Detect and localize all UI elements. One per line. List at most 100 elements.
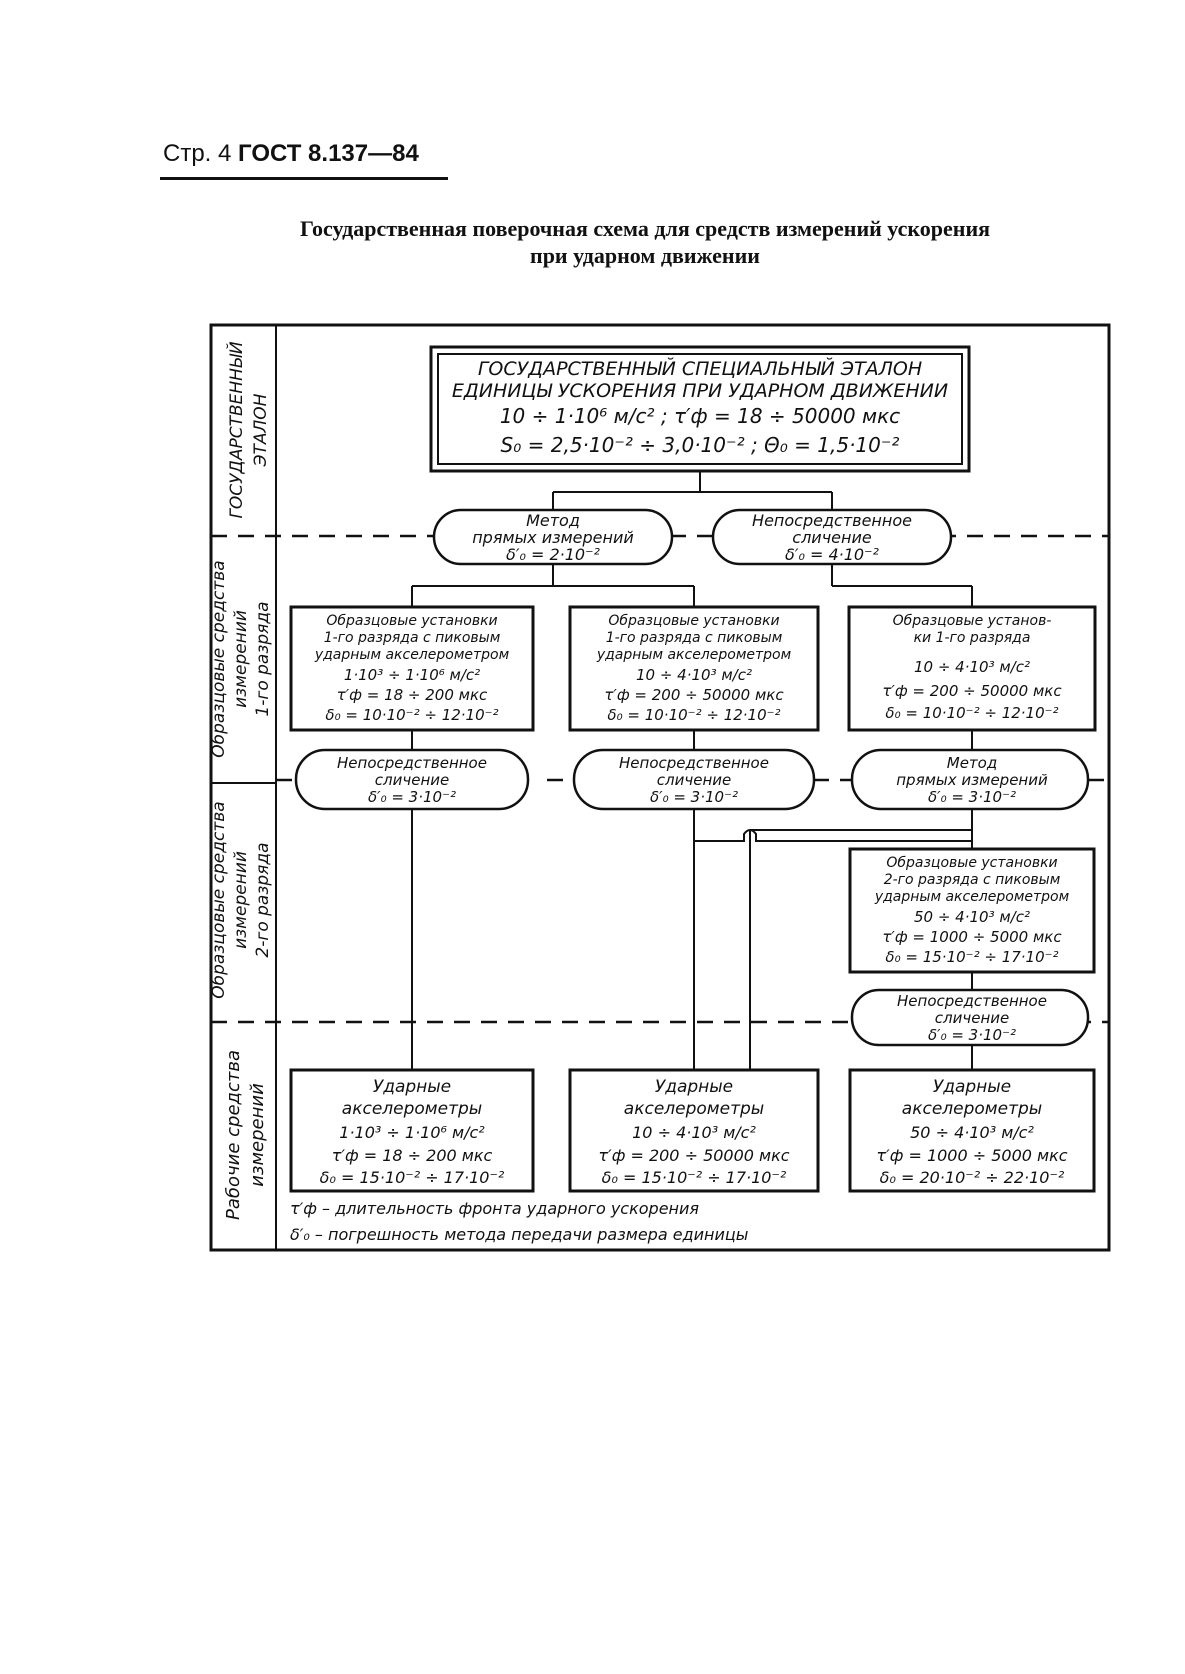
standard-line-2: ЕДИНИЦЫ УСКОРЕНИЯ ПРИ УДАРНОМ ДВИЖЕНИИ bbox=[452, 380, 948, 402]
sr-line-2: 2-го разряда с пиковым bbox=[884, 872, 1061, 888]
frr-line-2: ки 1-го разряда bbox=[914, 630, 1031, 646]
oval-mr-line-3: δ′₀ = 3·10⁻² bbox=[928, 788, 1016, 806]
oval-tl-line-1: Метод bbox=[526, 511, 580, 530]
frl-line-3: ударным акселерометром bbox=[314, 647, 510, 663]
sr-line-5: τ′ф = 1000 ÷ 5000 мкс bbox=[882, 928, 1062, 946]
frc-line-5: τ′ф = 200 ÷ 50000 мкс bbox=[604, 686, 784, 704]
first-rank-box-right bbox=[847, 605, 1097, 732]
wl-line-2: акселерометры bbox=[342, 1099, 482, 1119]
working-box-right bbox=[848, 1068, 1096, 1193]
wc-line-3: 10 ÷ 4·10³ м/с² bbox=[632, 1123, 756, 1142]
frc-line-1: Образцовые установки bbox=[608, 613, 779, 629]
wl-line-1: Ударные bbox=[373, 1077, 451, 1097]
row-label-second-2: измерений bbox=[231, 851, 251, 949]
schema-frame bbox=[209, 323, 1111, 1252]
frl-line-5: τ′ф = 18 ÷ 200 мкс bbox=[337, 686, 488, 704]
title-line-1: Государственная поверочная схема для сре… bbox=[299, 216, 991, 241]
frl-line-4: 1·10³ ÷ 1·10⁶ м/с² bbox=[344, 666, 480, 684]
row-label-state: ГОСУДАРСТВЕННЫЙ ЭТАЛОН bbox=[225, 341, 271, 518]
sr-line-4: 50 ÷ 4·10³ м/с² bbox=[914, 908, 1030, 926]
frl-line-6: δ₀ = 10·10⁻² ÷ 12·10⁻² bbox=[325, 706, 498, 724]
row-label-state-2: ЭТАЛОН bbox=[251, 393, 271, 467]
row-label-first: Образцовые средства измерений 1-го разря… bbox=[209, 560, 273, 757]
row-label-second-3: 2-го разряда bbox=[253, 842, 273, 957]
oval-direct-measurement-right bbox=[850, 748, 1090, 811]
standard-box-outer bbox=[429, 345, 971, 473]
page-header: Стр. 4 ГОСТ 8.137—84 bbox=[163, 140, 419, 168]
wc-line-1: Ударные bbox=[655, 1077, 733, 1097]
frr-line-5: δ₀ = 10·10⁻² ÷ 12·10⁻² bbox=[885, 704, 1058, 722]
row-label-working-2: измерений bbox=[247, 1083, 268, 1187]
frr-line-3: 10 ÷ 4·10³ м/с² bbox=[914, 658, 1030, 676]
frl-line-2: 1-го разряда с пиковым bbox=[324, 630, 501, 646]
row-label-working: Рабочие средства измерений bbox=[223, 1050, 268, 1220]
oval-ml-line-2: сличение bbox=[375, 771, 449, 789]
frc-line-4: 10 ÷ 4·10³ м/с² bbox=[636, 666, 752, 684]
oval-tl-line-2: прямых измерений bbox=[472, 528, 634, 547]
document-title: Государственная поверочная схема для сре… bbox=[160, 215, 1130, 269]
oval-direct-comparison-top bbox=[711, 508, 953, 566]
wr-line-3: 50 ÷ 4·10³ м/с² bbox=[910, 1123, 1034, 1142]
wr-line-4: τ′ф = 1000 ÷ 5000 мкс bbox=[876, 1146, 1067, 1165]
wl-line-3: 1·10³ ÷ 1·10⁶ м/с² bbox=[339, 1123, 485, 1142]
frr-line-1: Образцовые установ- bbox=[893, 613, 1052, 629]
first-rank-box-left bbox=[289, 605, 535, 732]
wl-line-5: δ₀ = 15·10⁻² ÷ 17·10⁻² bbox=[320, 1168, 505, 1187]
standard-box bbox=[437, 353, 963, 465]
oval-ml-line-3: δ′₀ = 3·10⁻² bbox=[368, 788, 456, 806]
header-rule bbox=[160, 177, 448, 180]
row-label-first-3: 1-го разряда bbox=[253, 601, 273, 716]
wc-line-4: τ′ф = 200 ÷ 50000 мкс bbox=[598, 1146, 789, 1165]
oval-direct-measurement-top bbox=[432, 508, 674, 566]
page-number: Стр. 4 bbox=[163, 140, 232, 167]
oval-mc-line-2: сличение bbox=[657, 771, 731, 789]
oval-tr-line-1: Непосредственное bbox=[752, 511, 912, 530]
wc-line-5: δ₀ = 15·10⁻² ÷ 17·10⁻² bbox=[602, 1168, 787, 1187]
first-rank-box-center bbox=[568, 605, 820, 732]
wr-line-1: Ударные bbox=[933, 1077, 1011, 1097]
oval-ml-line-1: Непосредственное bbox=[337, 754, 487, 772]
row-label-first-1: Образцовые средства bbox=[209, 560, 229, 757]
wr-line-2: акселерометры bbox=[902, 1099, 1042, 1119]
working-box-left bbox=[289, 1068, 535, 1193]
oval-direct-comparison-lower bbox=[850, 988, 1090, 1047]
sr-line-1: Образцовые установки bbox=[886, 855, 1057, 871]
frc-line-3: ударным акселерометром bbox=[596, 647, 792, 663]
oval-mr-line-1: Метод bbox=[947, 754, 997, 772]
frc-line-6: δ₀ = 10·10⁻² ÷ 12·10⁻² bbox=[607, 706, 780, 724]
oval-tl-line-3: δ′₀ = 2·10⁻² bbox=[506, 545, 600, 564]
row-label-second-1: Образцовые средства bbox=[209, 801, 229, 998]
oval-lr-line-2: сличение bbox=[935, 1009, 1009, 1027]
standard-line-1: ГОСУДАРСТВЕННЫЙ СПЕЦИАЛЬНЫЙ ЭТАЛОН bbox=[478, 357, 922, 380]
footnote-tau: τ′ф – длительность фронта ударного ускор… bbox=[290, 1199, 699, 1218]
title-line-2: при ударном движении bbox=[530, 243, 760, 268]
footnote-delta: δ′₀ – погрешность метода передачи размер… bbox=[290, 1225, 748, 1244]
frc-line-2: 1-го разряда с пиковым bbox=[606, 630, 783, 646]
row-label-first-2: измерений bbox=[231, 610, 251, 708]
oval-direct-comparison-left bbox=[294, 748, 530, 811]
oval-tr-line-3: δ′₀ = 4·10⁻² bbox=[785, 545, 879, 564]
connector-lines bbox=[411, 472, 973, 1070]
row-label-state-1: ГОСУДАРСТВЕННЫЙ bbox=[225, 341, 247, 518]
working-box-center bbox=[568, 1068, 820, 1193]
sr-line-6: δ₀ = 15·10⁻² ÷ 17·10⁻² bbox=[885, 948, 1058, 966]
oval-lr-line-1: Непосредственное bbox=[897, 992, 1047, 1010]
oval-mc-line-3: δ′₀ = 3·10⁻² bbox=[650, 788, 738, 806]
row-label-second: Образцовые средства измерений 2-го разря… bbox=[209, 801, 273, 998]
oval-mc-line-1: Непосредственное bbox=[619, 754, 769, 772]
oval-tr-line-2: сличение bbox=[792, 528, 872, 547]
wc-line-2: акселерометры bbox=[624, 1099, 764, 1119]
oval-direct-comparison-center bbox=[572, 748, 816, 811]
wl-line-4: τ′ф = 18 ÷ 200 мкс bbox=[332, 1146, 493, 1165]
oval-mr-line-2: прямых измерений bbox=[896, 771, 1048, 789]
oval-lr-line-3: δ′₀ = 3·10⁻² bbox=[928, 1026, 1016, 1044]
frl-line-1: Образцовые установки bbox=[326, 613, 497, 629]
second-rank-box bbox=[848, 847, 1096, 974]
standard-line-3: 10 ÷ 1·10⁶ м/с² ; τ′ф = 18 ÷ 50000 мкс bbox=[500, 404, 900, 428]
wr-line-5: δ₀ = 20·10⁻² ÷ 22·10⁻² bbox=[880, 1168, 1065, 1187]
sr-line-3: ударным акселерометром bbox=[874, 889, 1070, 905]
row-label-working-1: Рабочие средства bbox=[223, 1050, 244, 1220]
standard-number: ГОСТ 8.137—84 bbox=[238, 140, 419, 167]
frr-line-4: τ′ф = 200 ÷ 50000 мкс bbox=[882, 682, 1062, 700]
